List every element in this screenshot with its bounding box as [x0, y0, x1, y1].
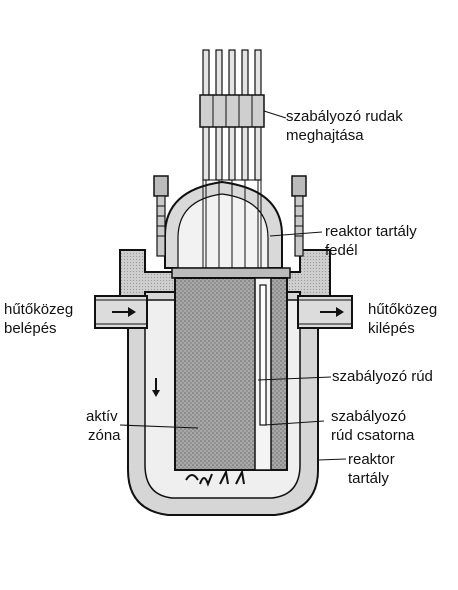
core-top-plate — [171, 267, 291, 279]
arrow-right-icon — [320, 307, 344, 317]
label-coolant-in: hűtőközeg belépés — [4, 300, 73, 338]
label-line: aktív — [86, 408, 118, 425]
control-rod — [259, 284, 267, 426]
label-line: belépés — [4, 320, 57, 337]
arrow-right-icon — [112, 307, 136, 317]
label-vessel-lid: reaktor tartály fedél — [325, 222, 417, 260]
label-coolant-out: hűtőközeg kilépés — [368, 300, 437, 338]
flange-bolt-left — [153, 175, 169, 257]
control-rod-drives — [199, 49, 265, 271]
label-line: kilépés — [368, 320, 415, 337]
coolant-inlet-pipe — [94, 295, 148, 329]
bottom-flow-marks — [185, 468, 245, 487]
label-line: meghajtása — [286, 127, 364, 144]
label-line: szabályozó rudak — [286, 108, 403, 125]
label-control-rod: szabályozó rúd — [332, 367, 433, 386]
label-line: szabályozó — [331, 408, 407, 425]
label-line: rúd csatorna — [331, 427, 415, 444]
label-line: hűtőközeg — [368, 301, 438, 318]
label-line: tartály — [348, 470, 389, 487]
arrow-down-icon — [152, 378, 160, 397]
label-line: szabályozó rúd — [332, 368, 433, 385]
label-line: reaktor tartály — [325, 223, 417, 240]
control-rod-guides — [205, 180, 259, 270]
label-line: fedél — [325, 242, 358, 259]
leader-lines — [119, 110, 347, 461]
flange-bolt-right — [291, 175, 307, 257]
label-line: zóna — [88, 427, 121, 444]
label-rod-channel: szabályozó rúd csatorna — [331, 407, 414, 445]
label-reactor-vessel: reaktor tartály — [348, 450, 395, 488]
label-line: hűtőközeg — [4, 301, 74, 318]
label-active-core: aktív zóna — [86, 407, 121, 445]
label-line: reaktor — [348, 451, 395, 468]
label-control-rod-drive: szabályozó rudak meghajtása — [286, 107, 403, 145]
